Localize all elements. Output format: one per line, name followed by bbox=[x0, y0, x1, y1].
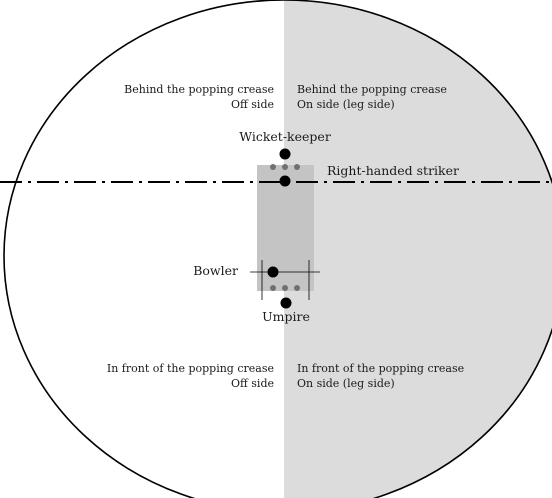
bowler-marker bbox=[267, 266, 279, 278]
behind-on-line2: On side (leg side) bbox=[297, 98, 395, 111]
bowler-label: Bowler bbox=[193, 263, 238, 278]
striker-end-stump bbox=[294, 164, 300, 170]
bowler-end-stump bbox=[282, 285, 288, 291]
behind-off-line1: Behind the popping crease bbox=[124, 83, 274, 96]
wicket-keeper-marker bbox=[279, 148, 291, 160]
behind-on-line1: Behind the popping crease bbox=[297, 83, 447, 96]
front-off-line2: Off side bbox=[231, 377, 274, 390]
striker-label: Right-handed striker bbox=[327, 163, 459, 178]
umpire-marker bbox=[280, 297, 292, 309]
behind-off-line2: Off side bbox=[231, 98, 274, 111]
striker-end-stump bbox=[282, 164, 288, 170]
front-on-line1: In front of the popping crease bbox=[297, 362, 464, 375]
bowler-end-stump bbox=[294, 285, 300, 291]
striker-end-stump bbox=[270, 164, 276, 170]
bowler-end-stump bbox=[270, 285, 276, 291]
on-side-shading bbox=[284, 0, 552, 498]
umpire-label: Umpire bbox=[262, 309, 310, 324]
front-on-line2: On side (leg side) bbox=[297, 377, 395, 390]
field-boundary bbox=[3, 0, 552, 498]
striker-marker bbox=[279, 175, 291, 187]
front-off-line1: In front of the popping crease bbox=[107, 362, 274, 375]
wicket-keeper-label: Wicket-keeper bbox=[239, 129, 331, 144]
